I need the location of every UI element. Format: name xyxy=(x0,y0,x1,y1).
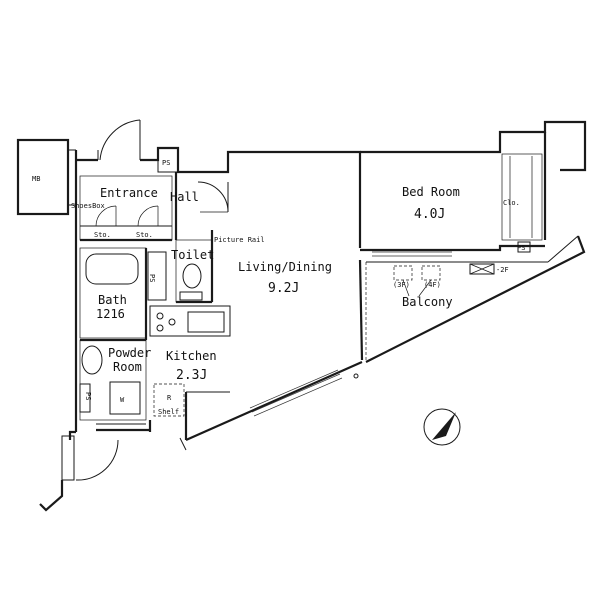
picture-rail-label: Picture Rail xyxy=(214,236,265,244)
pipe-shaft-top: PS xyxy=(157,147,179,173)
burner-icon xyxy=(156,312,164,320)
mb-label: MB xyxy=(32,175,40,183)
toilet-label: Toilet xyxy=(171,248,214,262)
toilet-room: Toilet Picture Rail xyxy=(171,230,265,304)
toilet-bowl-icon xyxy=(182,263,202,289)
shelf-label: Shelf xyxy=(158,408,179,416)
powder-room-label-2: Room xyxy=(113,360,142,374)
living-dining-size-label: 9.2J xyxy=(268,281,299,296)
balcony-label: Balcony xyxy=(402,295,453,309)
ps-bed-label: PS xyxy=(517,244,525,252)
washer-icon xyxy=(109,381,141,415)
washer-label: W xyxy=(120,396,125,404)
storage-label-2: Sto. xyxy=(136,231,153,239)
storage-label-1: Sto. xyxy=(94,231,111,239)
evacuation-hatch-icon xyxy=(469,263,495,275)
fridge-icon xyxy=(153,383,185,417)
shoes-box-label: ShoesBox xyxy=(71,202,105,210)
ps-bath-label: PS xyxy=(148,274,156,282)
balcony-area: (3F) (4F) -2F Balcony xyxy=(365,262,509,360)
fridge-label: R xyxy=(167,394,172,402)
bed-room-size-label: 4.0J xyxy=(414,207,445,222)
bath-size-label: 1216 xyxy=(96,307,125,321)
entrance-label: Entrance xyxy=(100,186,158,200)
ps-left-label: PS xyxy=(84,392,92,400)
living-dining-room: Living/Dining 9.2J xyxy=(238,260,359,417)
closet-label: Clo. xyxy=(503,199,520,207)
bath-label: Bath xyxy=(98,293,127,307)
burner-icon xyxy=(168,318,176,326)
ps-top-label: PS xyxy=(162,159,170,167)
bath-room: PS Bath 1216 xyxy=(79,247,167,342)
kitchen-area: R Shelf Kitchen 2.3J xyxy=(149,305,231,417)
outdoor-unit-icon xyxy=(393,265,413,281)
living-dining-label: Living/Dining xyxy=(238,260,332,274)
hall-label: Hall xyxy=(170,190,199,204)
outdoor-unit-icon xyxy=(421,265,441,281)
outer-walls xyxy=(68,120,587,442)
unit-3f-label: (3F) xyxy=(393,281,410,289)
powder-room-label-1: Powder xyxy=(108,346,151,360)
toilet-tank-icon xyxy=(179,291,203,301)
kitchen-label: Kitchen xyxy=(166,349,217,363)
unit-4f-label: (4F) xyxy=(424,281,441,289)
kitchen-sink-icon xyxy=(187,311,225,333)
kitchen-size-label: 2.3J xyxy=(176,368,207,383)
hatch-2f-label: -2F xyxy=(496,266,509,274)
north-arrow-icon xyxy=(423,408,461,446)
service-door xyxy=(39,435,187,512)
burner-icon xyxy=(156,324,164,332)
powder-room: W PS Powder Room xyxy=(79,339,151,425)
bed-room-label: Bed Room xyxy=(402,185,460,199)
meter-box: MB xyxy=(16,138,76,216)
bed-room: Bed Room 4.0J Clo. PS xyxy=(372,153,543,257)
sink-icon xyxy=(81,345,103,375)
bathtub-icon xyxy=(85,253,139,285)
entrance-area: Entrance Hall ShoesBox Sto. Sto. xyxy=(71,119,229,242)
